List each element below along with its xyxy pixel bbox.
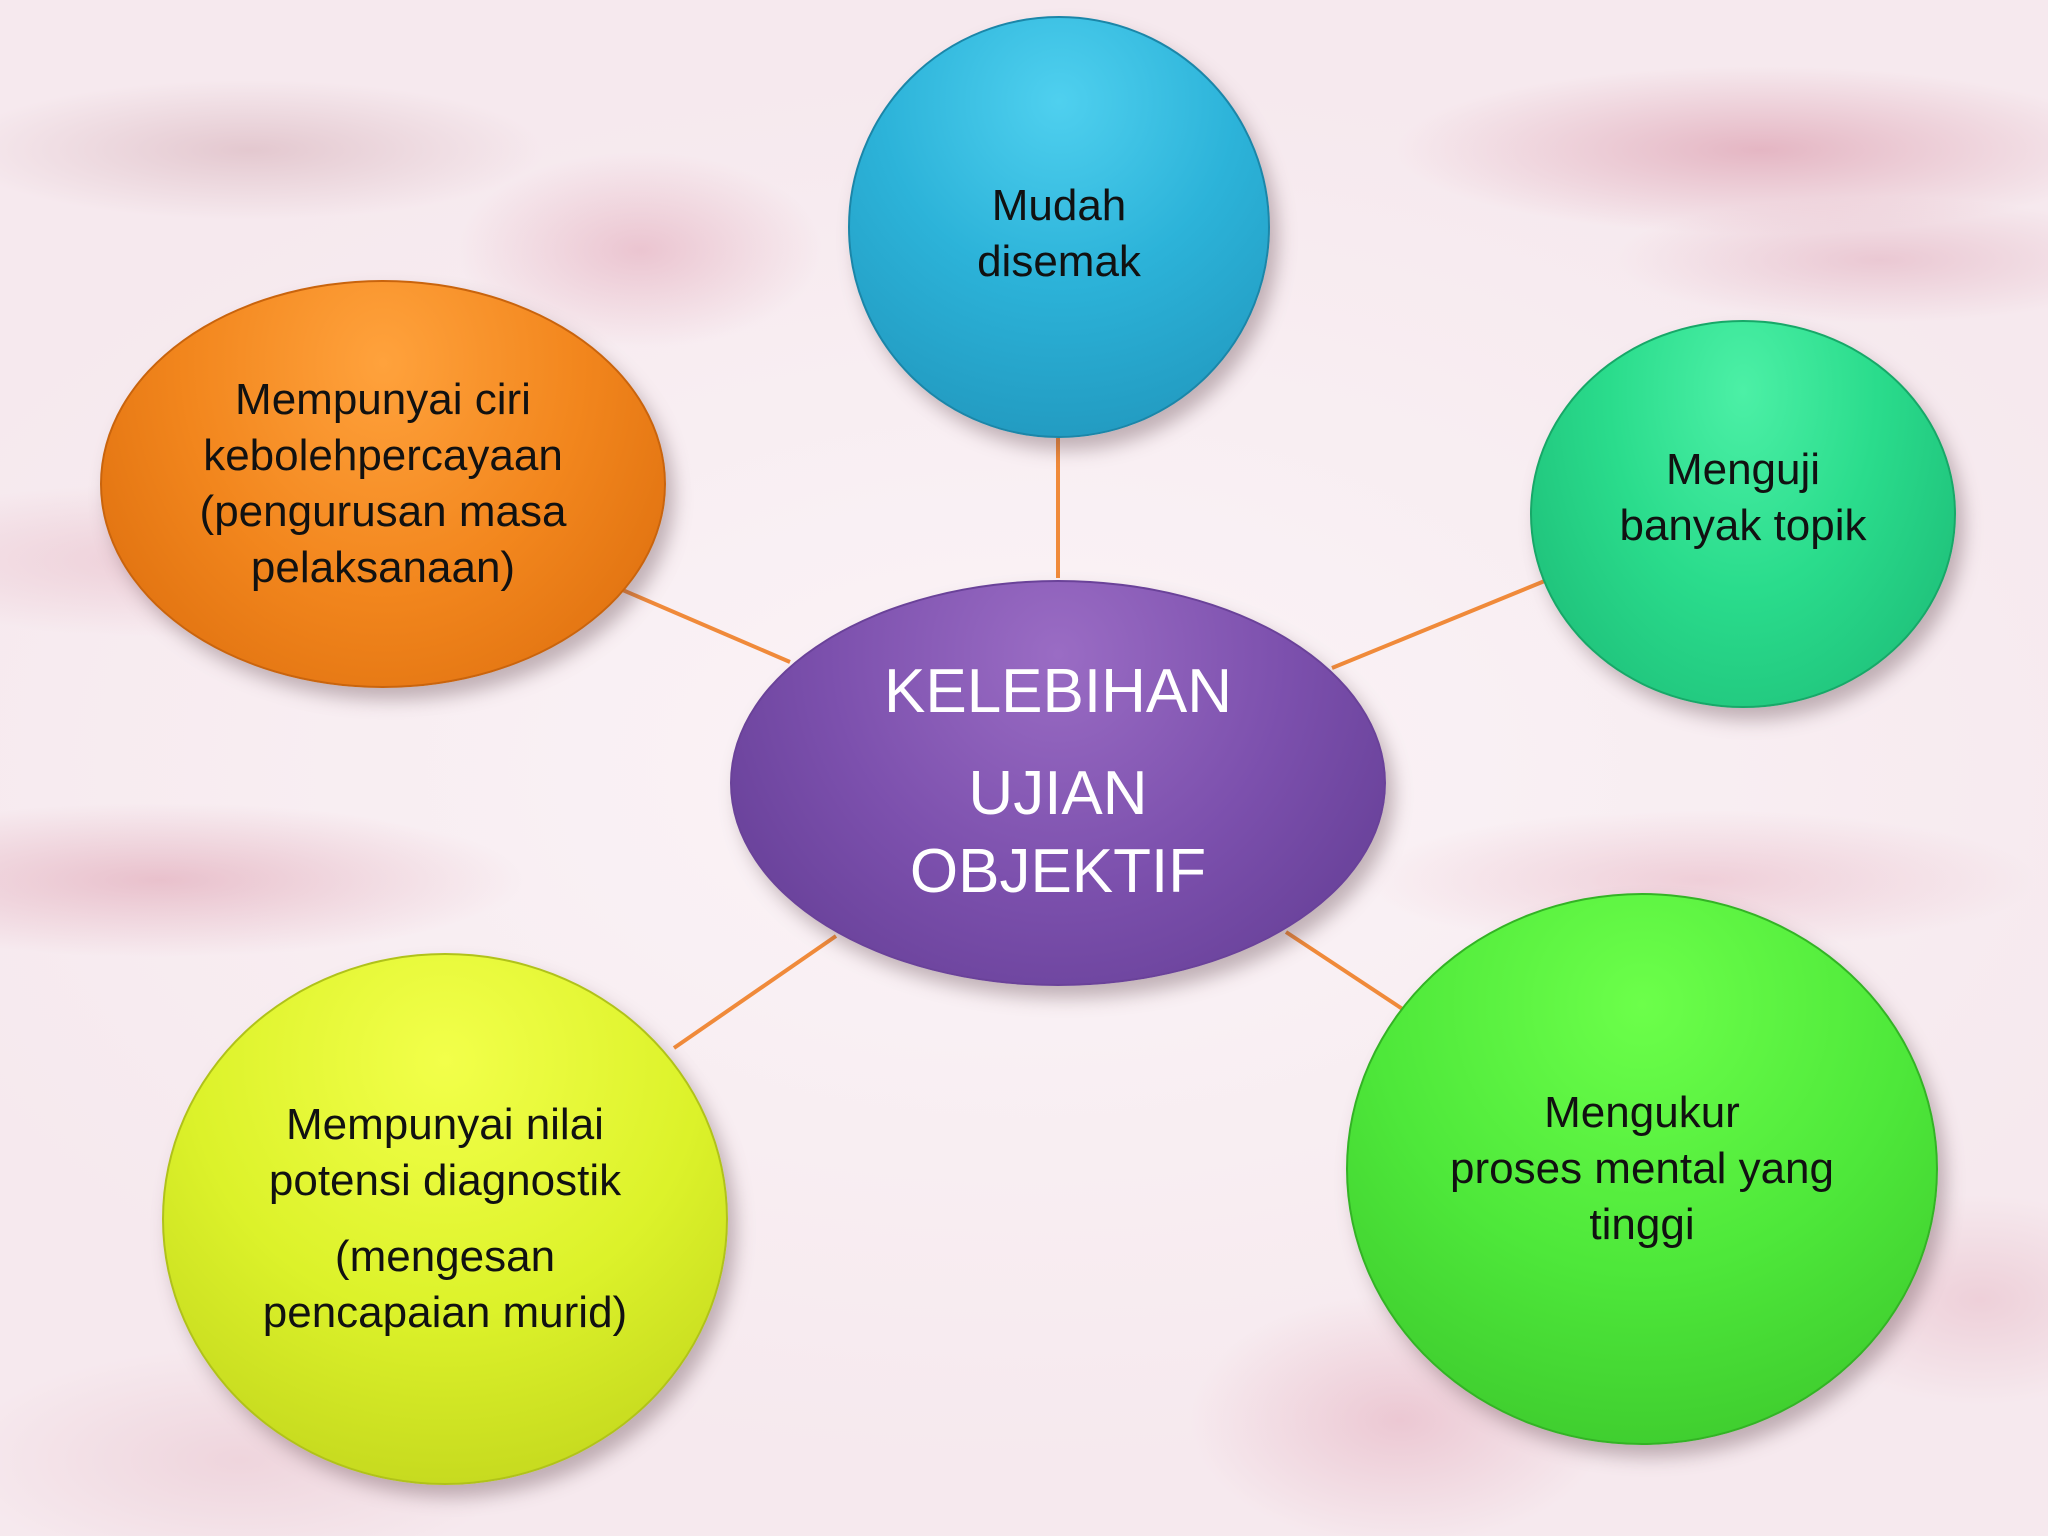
center-subtitle: UJIAN OBJEKTIF: [909, 759, 1207, 906]
node-mudah-label: Mudah disemak: [977, 181, 1141, 286]
node-mudah-disemak: Mudah disemak: [848, 16, 1270, 438]
node-mempunyai-nilai: Mempunyai nilai potensi diagnostik (meng…: [162, 953, 728, 1485]
node-menguji-banyak-topik: Menguji banyak topik: [1530, 320, 1956, 708]
node-menguji-label: Menguji banyak topik: [1619, 445, 1867, 550]
connector-menguji: [1331, 576, 1553, 670]
node-mengukur: Mengukur proses mental yang tinggi: [1346, 893, 1938, 1445]
node-nilai-label: Mempunyai nilai potensi diagnostik: [268, 1100, 622, 1205]
connector-ciri: [617, 586, 791, 664]
node-ciri-label: Mempunyai ciri kebolehpercayaan (penguru…: [199, 375, 567, 592]
center-title: KELEBIHAN: [883, 657, 1233, 726]
node-mengukur-label: Mengukur proses mental yang tinggi: [1450, 1088, 1834, 1249]
node-nilai-sublabel: (mengesan pencapaian murid): [262, 1232, 628, 1337]
node-center-kelebihan: KELEBIHAN UJIAN OBJEKTIF: [730, 580, 1386, 986]
node-mempunyai-ciri: Mempunyai ciri kebolehpercayaan (penguru…: [100, 280, 666, 688]
connector-mengukur: [1284, 930, 1406, 1012]
connector-nilai: [672, 934, 838, 1050]
